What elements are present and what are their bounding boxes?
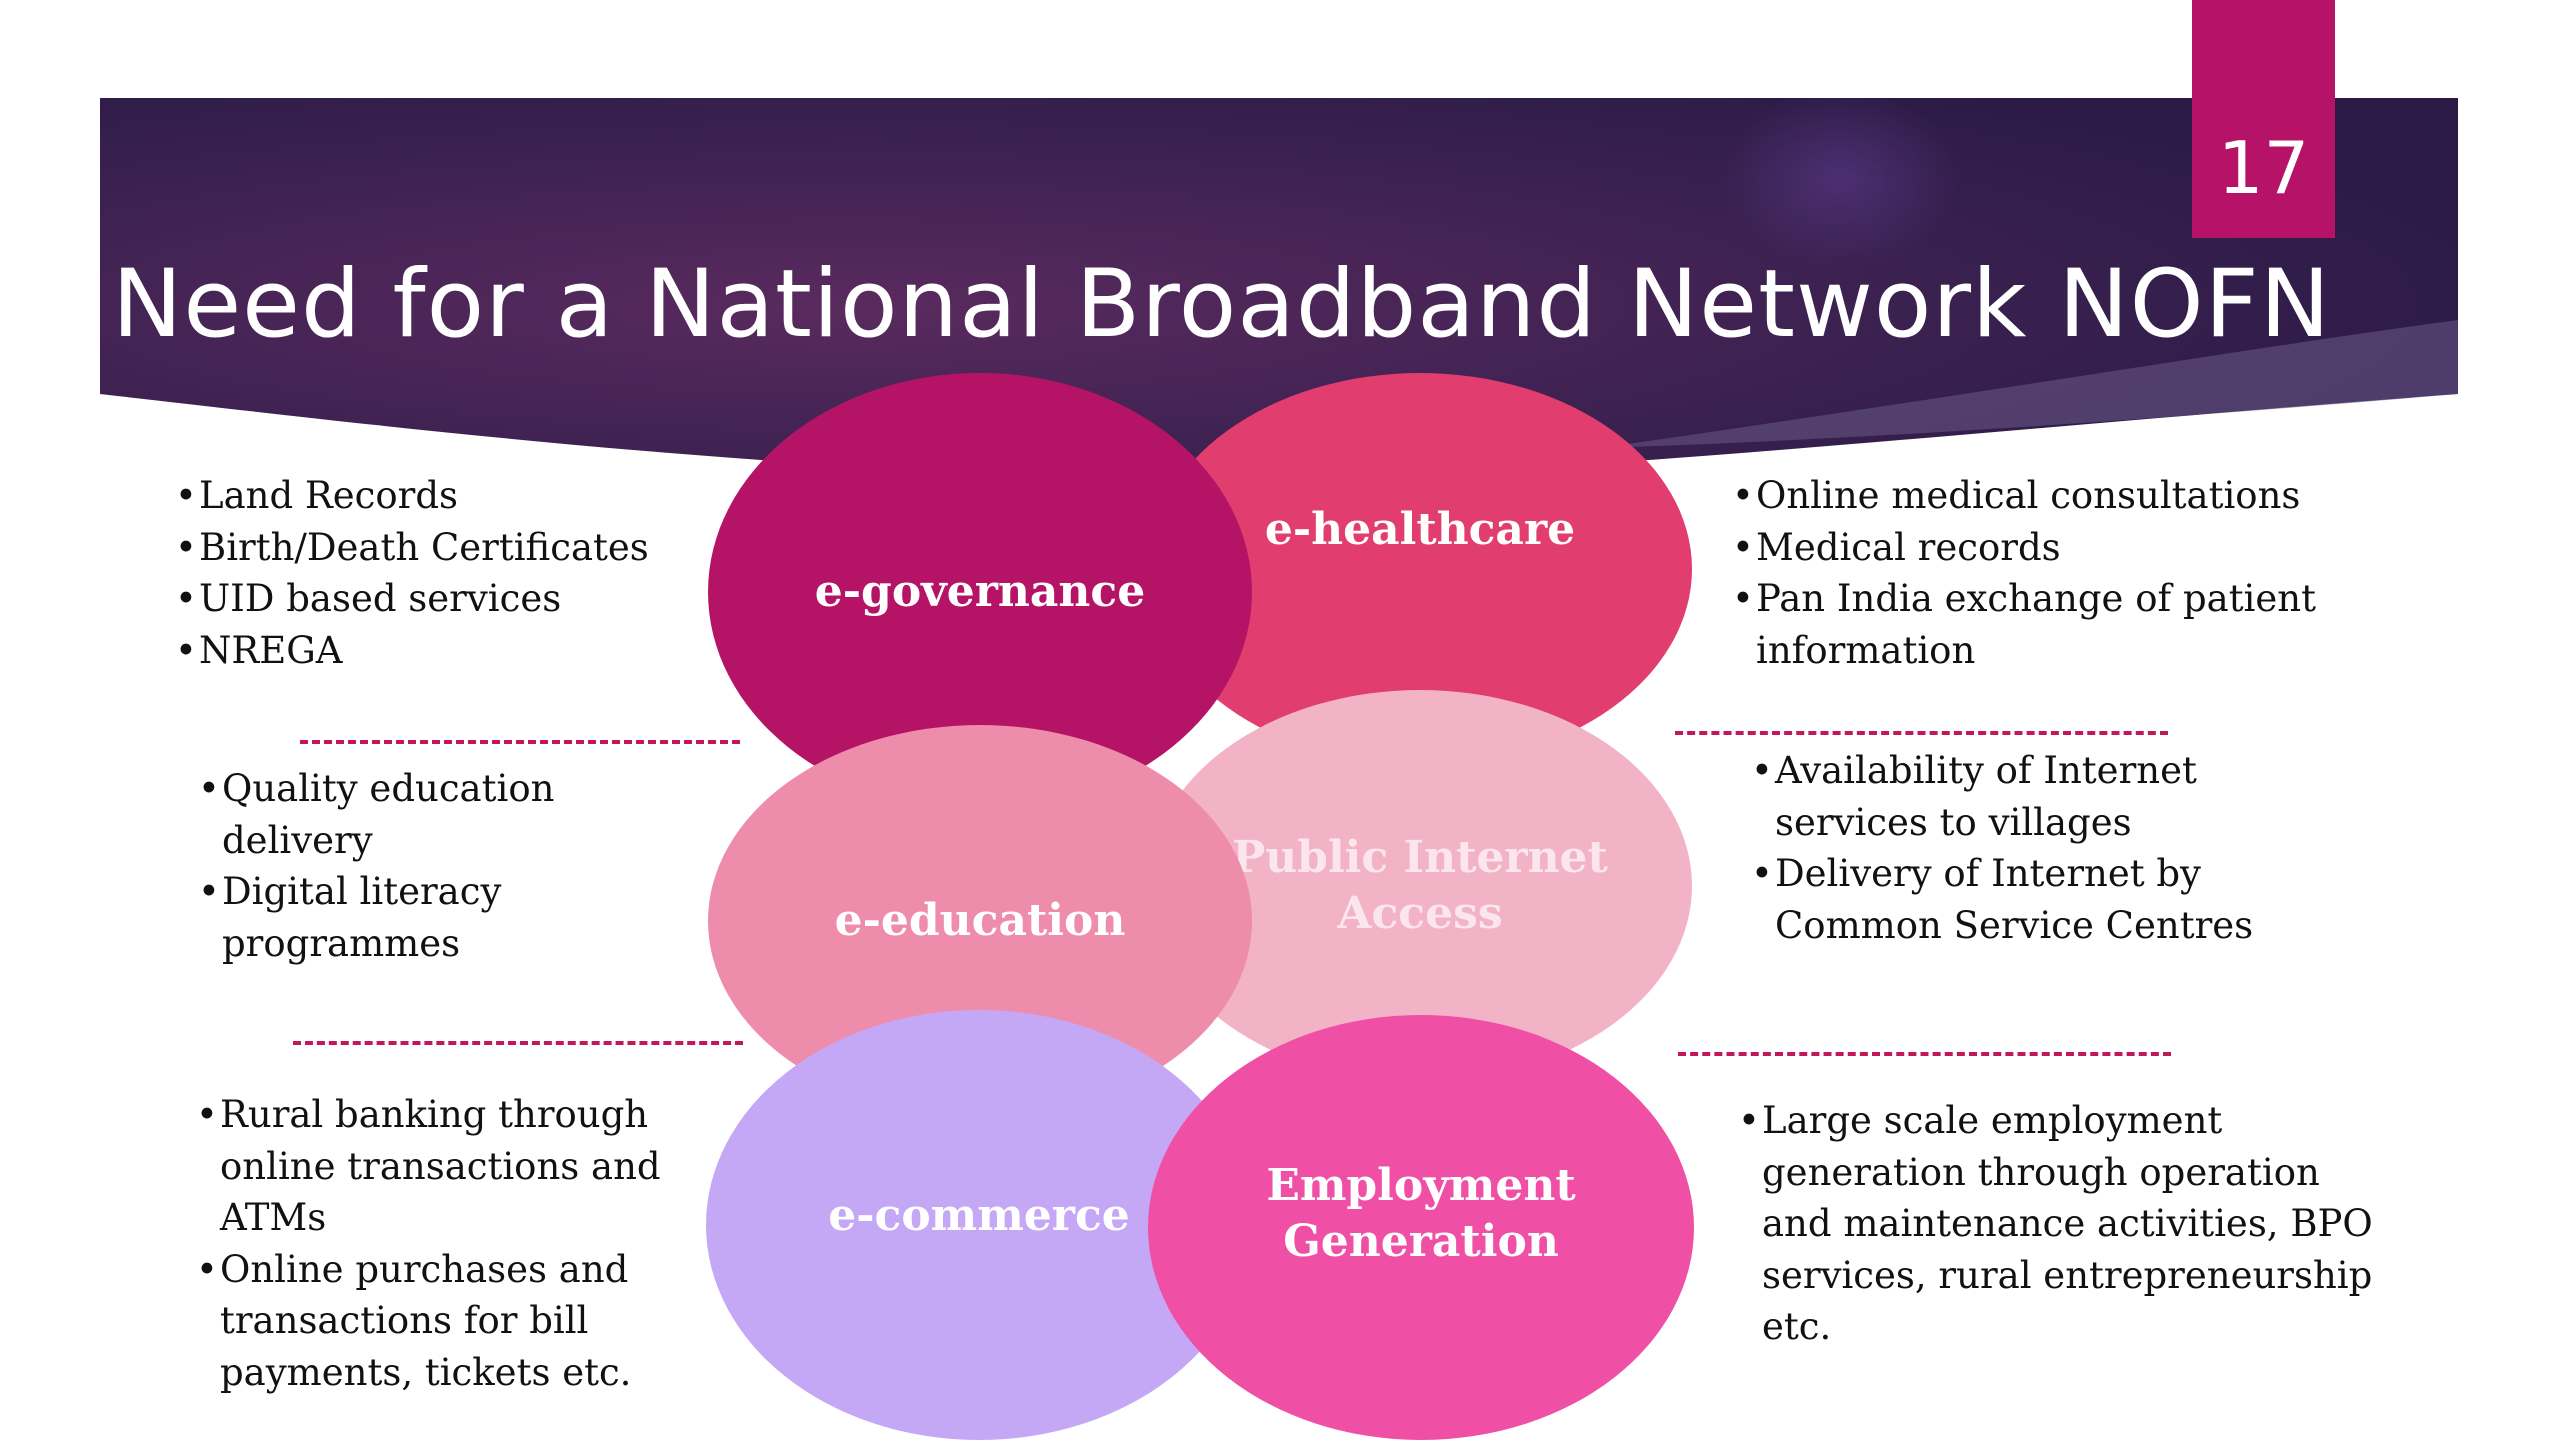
list-item: Pan India exchange of patient informatio…	[1732, 573, 2342, 676]
page-number: 17	[2217, 126, 2310, 210]
list-item: Digital literacy programmes	[198, 866, 628, 969]
commerce-list: Rural banking through online transaction…	[196, 1089, 686, 1398]
divider-right-bottom	[1678, 1052, 2171, 1056]
public-internet-list: Availability of Internet services to vil…	[1751, 745, 2311, 951]
list-item: Birth/Death Certificates	[175, 522, 735, 574]
governance-list: Land Records Birth/Death Certificates UI…	[175, 470, 735, 676]
divider-right-top	[1675, 731, 2168, 735]
list-item: Large scale employment generation throug…	[1738, 1095, 2388, 1353]
circle-employment-generation: Employment Generation	[1148, 1015, 1694, 1440]
divider-left-top	[300, 740, 740, 744]
list-item: NREGA	[175, 625, 735, 677]
slide-title: Need for a National Broadband Network NO…	[112, 250, 2332, 359]
page-number-tab	[2192, 0, 2335, 238]
list-item: UID based services	[175, 573, 735, 625]
list-item: Quality education delivery	[198, 763, 628, 866]
list-item: Online purchases and transactions for bi…	[196, 1244, 686, 1399]
education-list: Quality education delivery Digital liter…	[198, 763, 628, 969]
list-item: Online medical consultations	[1732, 470, 2342, 522]
list-item: Delivery of Internet by Common Service C…	[1751, 848, 2311, 951]
divider-left-bottom	[293, 1041, 743, 1045]
title-banner	[100, 98, 2458, 478]
list-item: Rural banking through online transaction…	[196, 1089, 686, 1244]
list-item: Medical records	[1732, 522, 2342, 574]
healthcare-list: Online medical consultations Medical rec…	[1732, 470, 2342, 676]
list-item: Land Records	[175, 470, 735, 522]
list-item: Availability of Internet services to vil…	[1751, 745, 2311, 848]
employment-list: Large scale employment generation throug…	[1738, 1095, 2388, 1353]
